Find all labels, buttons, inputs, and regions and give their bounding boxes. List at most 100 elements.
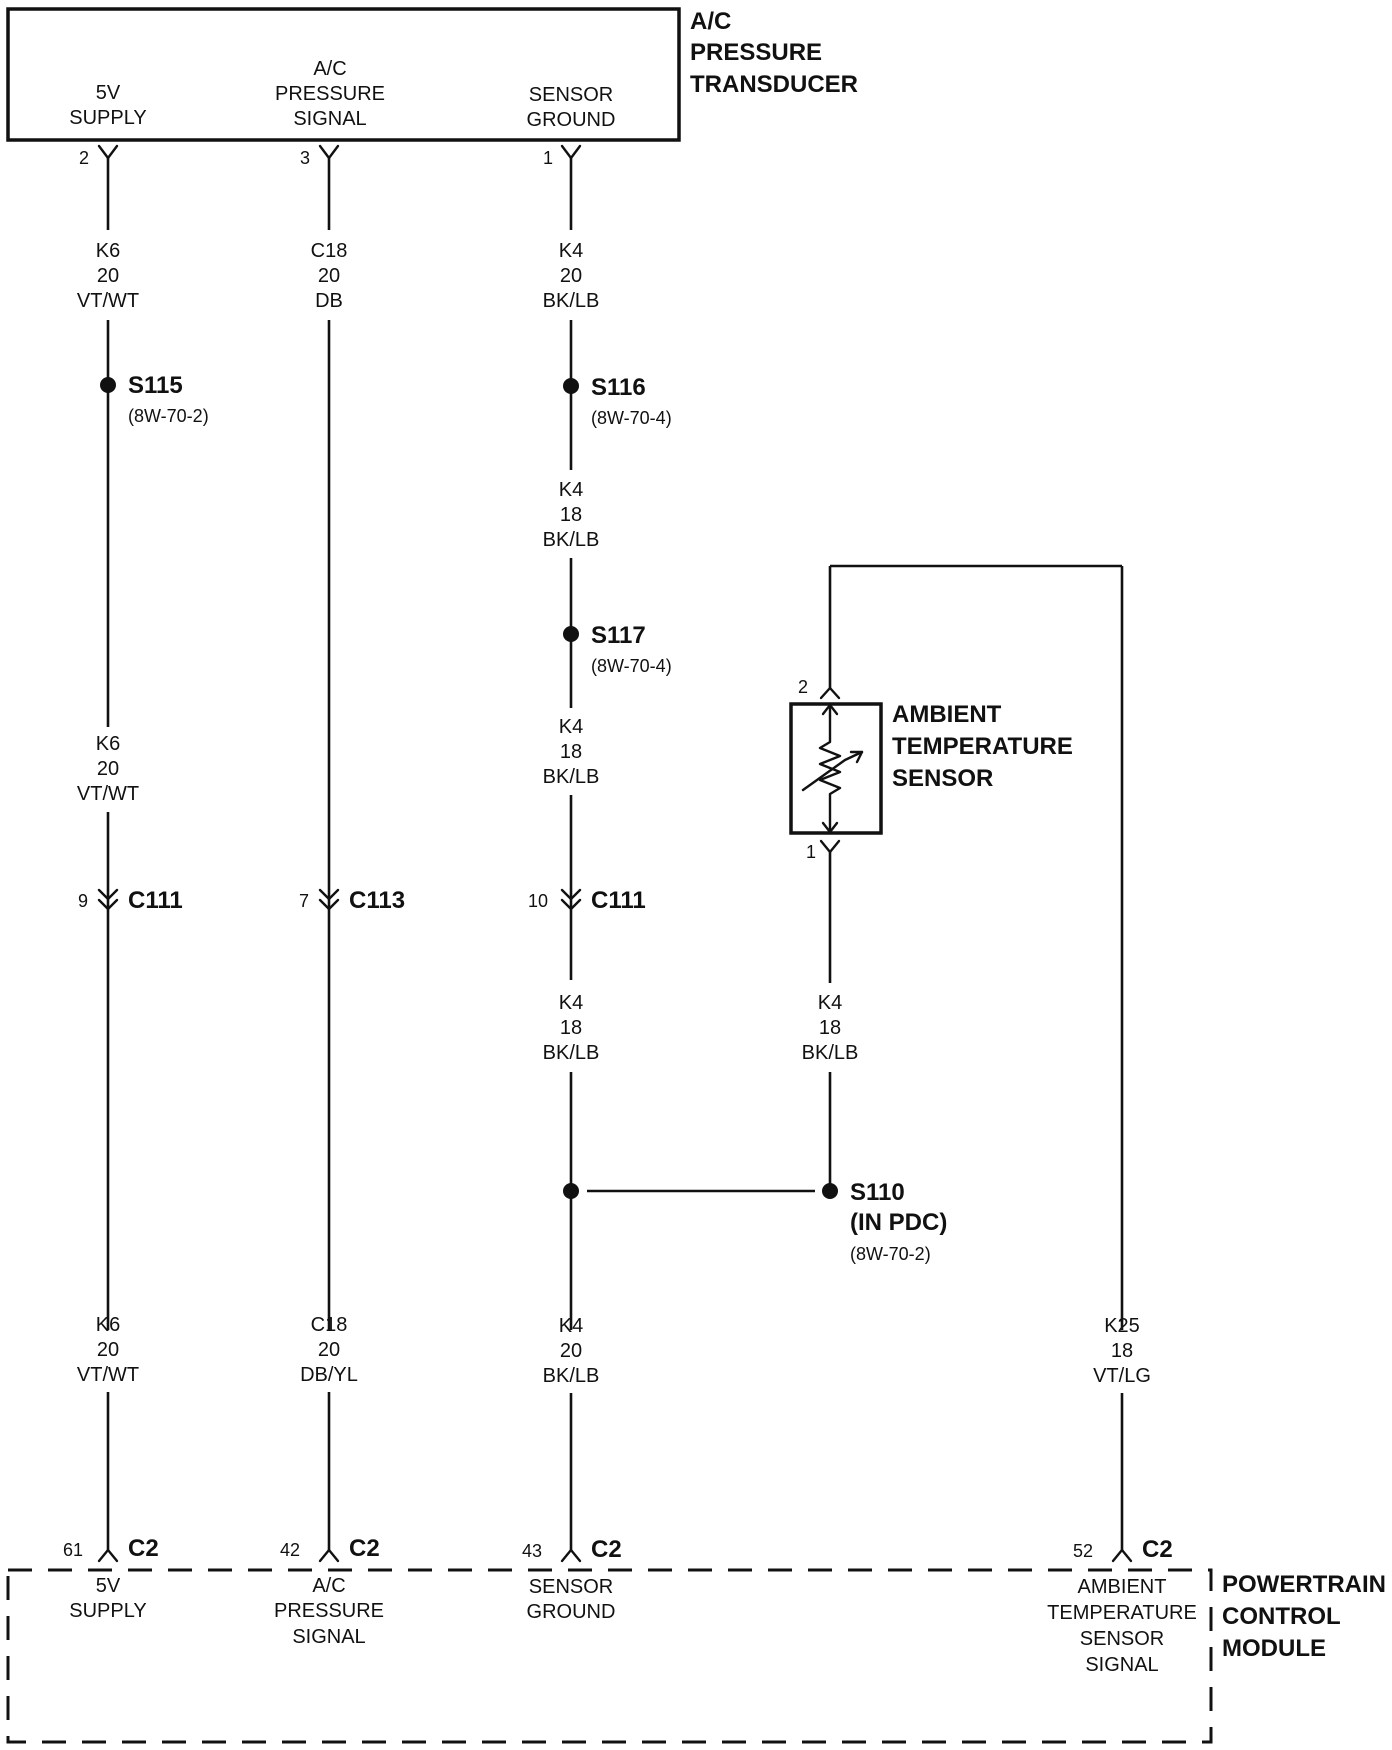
ac-pressure-transducer-box	[6, 7, 681, 142]
wire-k4-top-label-2: 20	[560, 265, 582, 287]
splice-s117-dot	[563, 626, 579, 642]
pcm-pin-52-terminal	[1111, 1548, 1133, 1563]
wire-k6-mid-label-2: 20	[97, 758, 119, 780]
wire-k6-bot-label-2: 20	[97, 1339, 119, 1361]
wire-k4-bot-label-2: 20	[560, 1340, 582, 1362]
wire-k25-label-3: VT/LG	[1093, 1365, 1151, 1387]
wire-c18-top-label-1: C18	[311, 240, 348, 262]
thermistor-arrow-top	[821, 703, 839, 716]
wire-k4-s117-label-2: 18	[560, 741, 582, 763]
wire-k4-s117-label-3: BK/LB	[543, 766, 600, 788]
wire-k4-s116-label-1: K4	[559, 479, 583, 501]
ambient-title-line1: AMBIENT	[892, 701, 1002, 728]
wire-k4-bot-label-1: K4	[559, 1315, 583, 1337]
transducer-pin-2: 2	[79, 148, 89, 168]
wire-k6-top-label-2: 20	[97, 265, 119, 287]
ambient-title-line3: SENSOR	[892, 765, 993, 792]
connector-c111-a-terminal	[97, 888, 119, 911]
splice-s117-ref: (8W-70-4)	[591, 656, 672, 676]
pcm-pin-42-terminal	[318, 1548, 340, 1563]
thermistor-variable-arrowhead	[849, 750, 864, 764]
ambient-pin-2: 2	[798, 677, 808, 697]
wire-k4-top-label-3: BK/LB	[543, 290, 600, 312]
wire-c18-bot-label-1: C18	[311, 1314, 348, 1336]
wire-k6-bot-label-3: VT/WT	[77, 1364, 139, 1386]
splice-s110-dot	[822, 1183, 838, 1199]
pcm-title-line3: MODULE	[1222, 1635, 1326, 1662]
pcm-pin-43-connector: C2	[591, 1536, 622, 1563]
wire-ambient-k4-label-3: BK/LB	[802, 1042, 859, 1064]
wire-c18-bot-label-3: DB/YL	[300, 1364, 358, 1386]
transducer-signal-label-2: PRESSURE	[275, 83, 385, 105]
pcm-ambient-label-1: AMBIENT	[1078, 1576, 1167, 1598]
pcm-pin-42-connector: C2	[349, 1535, 380, 1562]
splice-junction-dot	[563, 1183, 579, 1199]
thermistor-variable-arrow	[801, 750, 864, 792]
wire-k6-top-label-1: K6	[96, 240, 120, 262]
splice-s117-name: S117	[591, 622, 646, 649]
wire-k4-c111-label-1: K4	[559, 992, 583, 1014]
wire-k6-top-label-3: VT/WT	[77, 290, 139, 312]
wire-k6-mid-label-1: K6	[96, 733, 120, 755]
transducer-pin-3-terminal	[318, 144, 340, 160]
transducer-pin-1-terminal	[560, 144, 582, 160]
splice-s115-ref: (8W-70-2)	[128, 406, 209, 426]
wire-k4-bot-label-3: BK/LB	[543, 1365, 600, 1387]
wire-k4-top-label-1: K4	[559, 240, 583, 262]
transducer-pin-3: 3	[300, 148, 310, 168]
wire-ambient-k4-label-1: K4	[818, 992, 842, 1014]
connector-c111-a-pin: 9	[78, 891, 88, 911]
pcm-pin-61: 61	[63, 1540, 83, 1560]
pcm-title-line2: CONTROL	[1222, 1603, 1341, 1630]
connector-c111-a-name: C111	[128, 887, 183, 914]
connector-c113-terminal	[318, 888, 340, 911]
transducer-title-line3: TRANSDUCER	[690, 71, 858, 98]
splice-s110-ref: (8W-70-2)	[850, 1244, 931, 1264]
wire-k4-s117-label-1: K4	[559, 716, 583, 738]
transducer-pin-1: 1	[543, 148, 553, 168]
wire-c18-top-label-2: 20	[318, 265, 340, 287]
ambient-pin-2-terminal	[819, 686, 841, 700]
pcm-pin-43: 43	[522, 1541, 542, 1561]
pcm-pin-43-terminal	[560, 1548, 582, 1563]
connector-c113-name: C113	[349, 887, 405, 914]
pcm-5v-label-2: SUPPLY	[69, 1600, 146, 1622]
transducer-pin-2-terminal	[97, 144, 119, 160]
splice-s116-name: S116	[591, 374, 646, 401]
wire-k4-c111-label-2: 18	[560, 1017, 582, 1039]
ambient-title-line2: TEMPERATURE	[892, 733, 1073, 760]
wire-k25-label-1: K25	[1104, 1315, 1140, 1337]
pcm-signal-label-2: PRESSURE	[274, 1600, 384, 1622]
wire-ambient-k4-label-2: 18	[819, 1017, 841, 1039]
wire-k6-bot-label-1: K6	[96, 1314, 120, 1336]
pcm-pin-42: 42	[280, 1540, 300, 1560]
transducer-title-line2: PRESSURE	[690, 39, 822, 66]
connector-c111-b-name: C111	[591, 887, 646, 914]
connector-c111-b-pin: 10	[528, 891, 548, 911]
splice-s116-ref: (8W-70-4)	[591, 408, 672, 428]
wire-c18-bot-label-2: 20	[318, 1339, 340, 1361]
wire-k25-label-2: 18	[1111, 1340, 1133, 1362]
pcm-ambient-label-2: TEMPERATURE	[1047, 1602, 1197, 1624]
ambient-pin-1-terminal	[819, 839, 841, 854]
transducer-ground-label-1: SENSOR	[529, 84, 613, 106]
wire-c18-top-label-3: DB	[315, 290, 343, 312]
splice-s115-dot	[100, 377, 116, 393]
thermistor-resistor	[818, 714, 842, 832]
splice-s110-name: S110	[850, 1179, 905, 1206]
transducer-ground-label-2: GROUND	[527, 109, 616, 131]
splice-s116-dot	[563, 378, 579, 394]
thermistor-arrow-bottom	[821, 821, 839, 834]
pcm-ground-label-1: SENSOR	[529, 1576, 613, 1598]
transducer-5v-label-2: SUPPLY	[69, 107, 146, 129]
transducer-signal-label-3: SIGNAL	[293, 108, 366, 130]
wire-k4-s116-label-2: 18	[560, 504, 582, 526]
pcm-signal-label-1: A/C	[312, 1575, 345, 1597]
pcm-pin-52: 52	[1073, 1541, 1093, 1561]
pcm-pin-52-connector: C2	[1142, 1536, 1173, 1563]
transducer-5v-label-1: 5V	[96, 82, 121, 104]
pcm-ambient-label-4: SIGNAL	[1085, 1654, 1158, 1676]
transducer-signal-label-1: A/C	[313, 58, 346, 80]
pcm-pin-61-terminal	[97, 1548, 119, 1563]
pcm-title-line1: POWERTRAIN	[1222, 1571, 1386, 1598]
